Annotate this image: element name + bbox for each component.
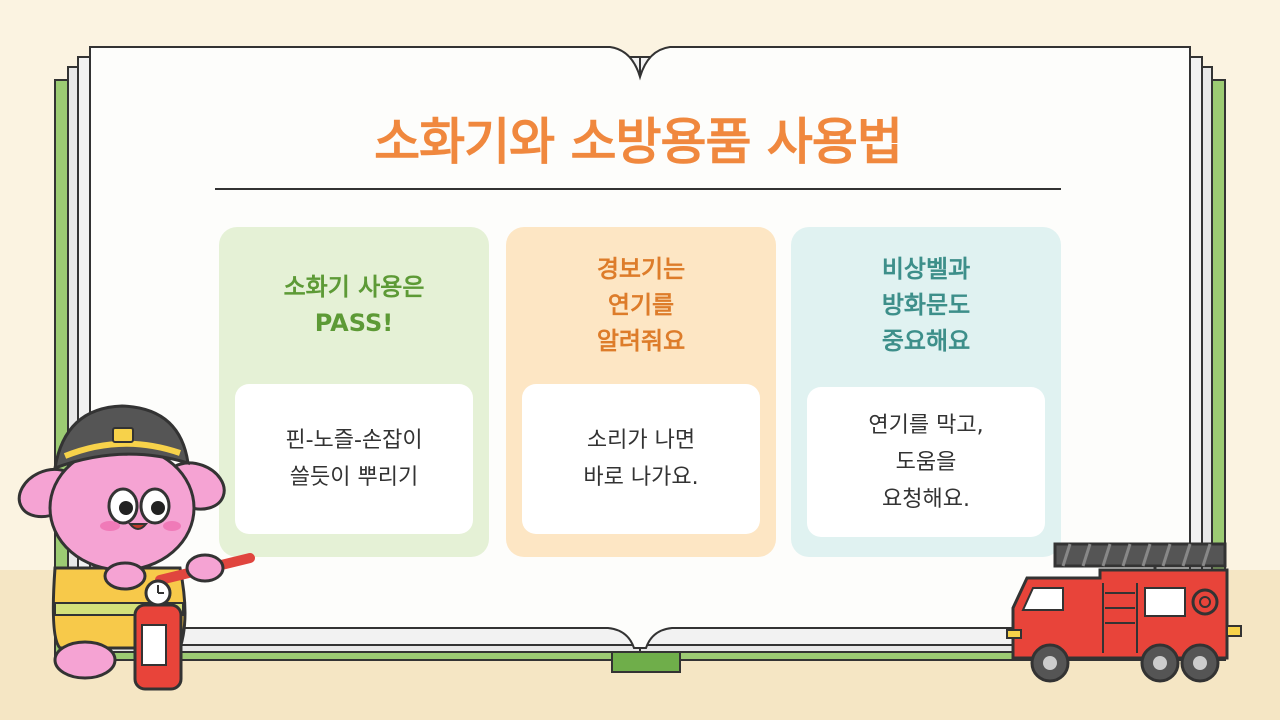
card-body: 연기를 막고, 도움을 요청해요. [807, 387, 1045, 537]
card-extinguisher: 소화기 사용은 PASS! 핀-노즐-손잡이 쓸듯이 뿌리기 [219, 227, 489, 557]
card-heading-line: 소화기 사용은 [283, 273, 425, 301]
card-heading-line: 경보기는 [596, 255, 686, 283]
card-body: 소리가 나면 바로 나가요. [522, 384, 760, 534]
card-body-line: 쓸듯이 뿌리기 [289, 465, 419, 490]
title-divider [215, 188, 1061, 190]
fire-truck-icon [1006, 542, 1242, 683]
card-heading-line: PASS! [314, 309, 394, 337]
fire-extinguisher-icon [133, 579, 183, 691]
card-body-line: 도움을 [895, 449, 957, 475]
firefighter-bunny-mascot [17, 404, 255, 680]
card-heading-line: 방화문도 [881, 291, 971, 319]
card-heading: 비상벨과 방화문도 중요해요 [791, 227, 1061, 383]
card-body-line: 연기를 막고, [868, 412, 984, 438]
card-heading: 경보기는 연기를 알려줘요 [506, 227, 776, 383]
page-title: 소화기와 소방용품 사용법 [374, 113, 903, 171]
card-body: 핀-노즐-손잡이 쓸듯이 뿌리기 [235, 384, 473, 534]
card-body-line: 핀-노즐-손잡이 [285, 428, 423, 453]
card-heading-line: 비상벨과 [881, 255, 971, 283]
card-heading-line: 알려줘요 [596, 327, 686, 355]
card-emergency-bell: 비상벨과 방화문도 중요해요 연기를 막고, 도움을 요청해요. [791, 227, 1061, 557]
card-heading: 소화기 사용은 PASS! [219, 227, 489, 383]
card-body-line: 바로 나가요. [583, 465, 699, 490]
card-body-line: 요청해요. [882, 486, 970, 512]
card-heading-line: 연기를 [607, 291, 675, 319]
card-heading-line: 중요해요 [881, 327, 971, 355]
card-alarm: 경보기는 연기를 알려줘요 소리가 나면 바로 나가요. [506, 227, 776, 557]
card-body-line: 소리가 나면 [586, 428, 696, 453]
